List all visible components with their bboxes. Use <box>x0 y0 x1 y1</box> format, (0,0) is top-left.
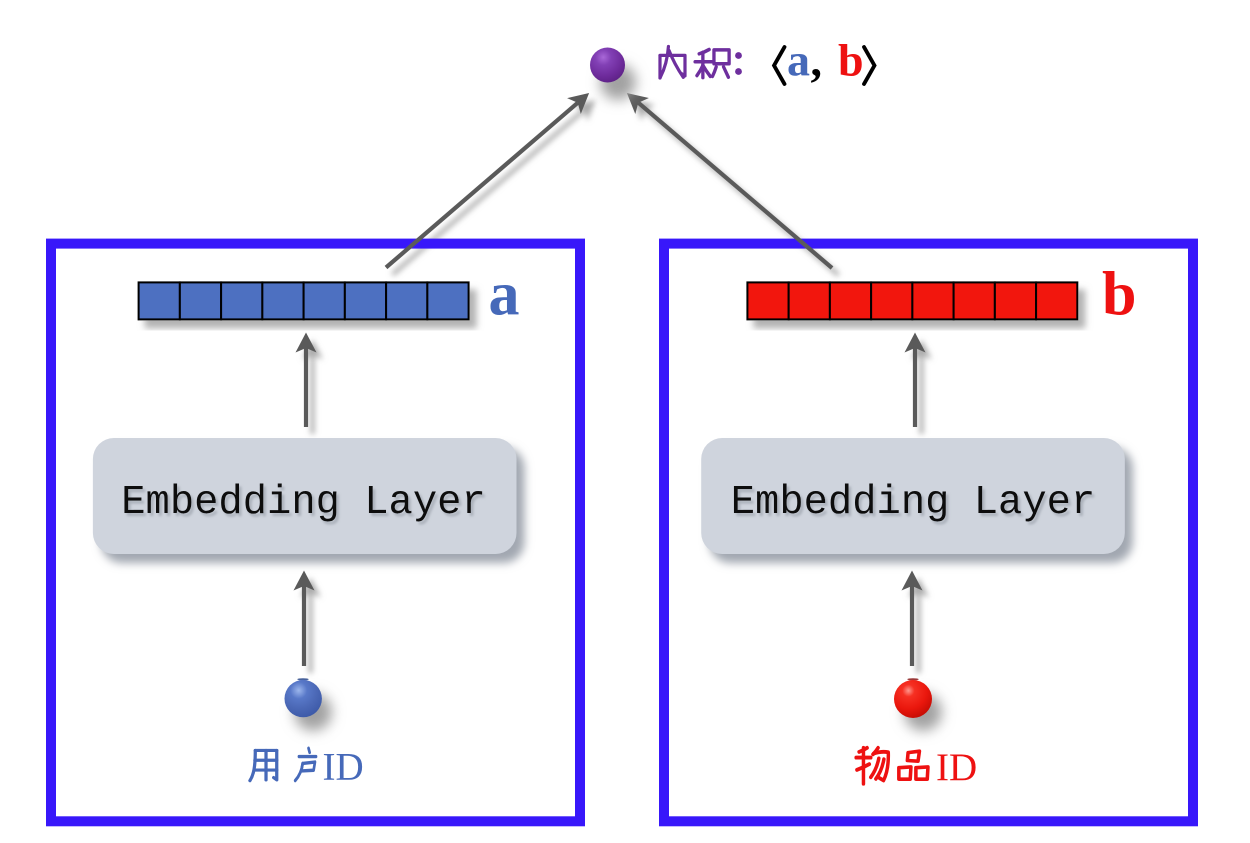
svg-text:ID: ID <box>323 746 364 789</box>
svg-text:,: , <box>811 35 823 86</box>
svg-text:Embedding Layer: Embedding Layer <box>121 480 486 526</box>
svg-text:a: a <box>489 261 520 329</box>
svg-text:b: b <box>1102 261 1136 329</box>
svg-text:Embedding Layer: Embedding Layer <box>731 480 1096 526</box>
svg-text:ID: ID <box>936 746 977 789</box>
svg-text:a: a <box>787 35 810 86</box>
svg-text:b: b <box>838 35 864 86</box>
